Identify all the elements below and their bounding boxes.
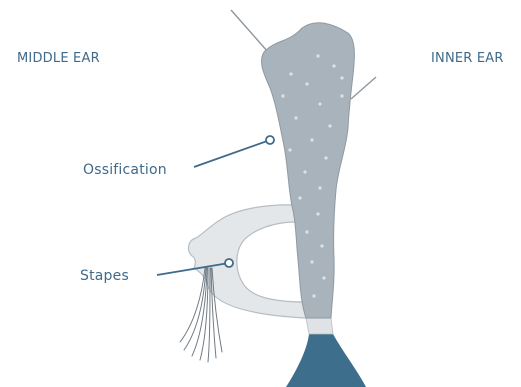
- stapes-marker: [225, 259, 233, 267]
- ossification-marker: [266, 136, 274, 144]
- upper-boundary-line: [231, 10, 268, 52]
- ossification-leader-line: [194, 140, 270, 167]
- inner-ear-label: INNER EAR: [431, 51, 504, 66]
- ossified-bone: [262, 23, 355, 318]
- stapes-bone: [189, 205, 306, 318]
- stapes-label: Stapes: [80, 268, 129, 284]
- annular-ligament: [306, 318, 333, 334]
- right-boundary-line: [351, 77, 376, 99]
- ossification-label: Ossification: [83, 162, 167, 178]
- middle-ear-label: MIDDLE EAR: [17, 51, 100, 66]
- inner-ear-fluid: [286, 334, 366, 387]
